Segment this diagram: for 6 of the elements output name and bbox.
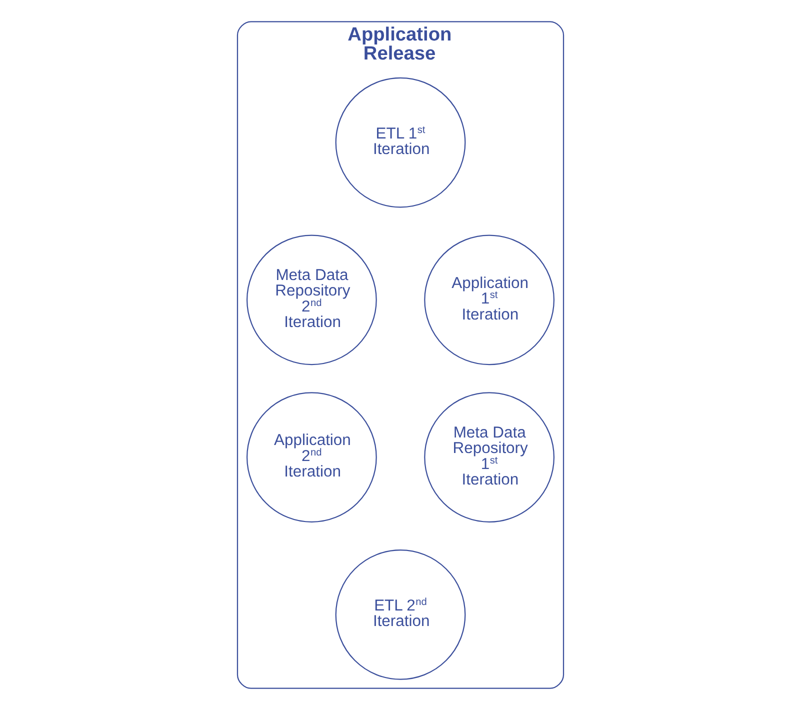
node-circle: Meta Data Repository 1$^{st}$ Iteration (424, 392, 555, 522)
node-circle: ETL 2$^{nd}$ Iteration (335, 549, 466, 680)
node-circle: Application 2$^{nd}$ Iteration (246, 392, 377, 522)
node-circle: Meta Data Repository 2$^{nd}$ Iteration (246, 234, 377, 366)
node-circle: ETL 1$^{st}$ Iteration (335, 77, 466, 208)
node-circle: Application 1$^{st}$ Iteration (424, 234, 555, 366)
